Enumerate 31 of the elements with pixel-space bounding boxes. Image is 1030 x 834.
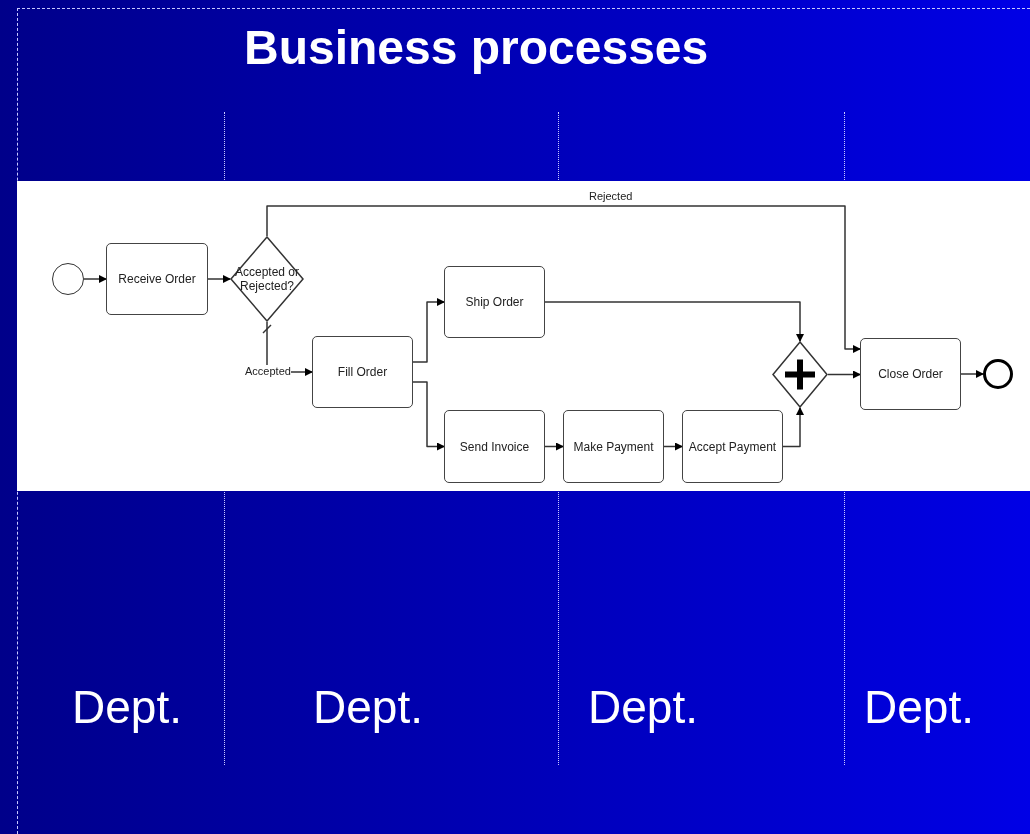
arrow bbox=[782, 407, 804, 448]
task-box bbox=[682, 410, 783, 483]
task-box bbox=[106, 243, 208, 315]
task-box bbox=[444, 410, 545, 483]
node-text: Accepted or Rejected? bbox=[233, 265, 300, 293]
task-box bbox=[444, 266, 545, 338]
node-text: Close Order bbox=[877, 367, 944, 381]
arrow bbox=[207, 275, 231, 283]
node-text: Ship Order bbox=[464, 295, 525, 309]
arrow bbox=[266, 205, 861, 353]
arrow bbox=[412, 381, 445, 451]
parallel-gateway-diamond bbox=[772, 341, 828, 408]
task-box bbox=[860, 338, 961, 410]
task-box bbox=[563, 410, 664, 483]
node-text: Fill Order bbox=[336, 365, 389, 379]
arrow bbox=[663, 442, 683, 451]
arrow bbox=[544, 301, 804, 342]
edge-label: Rejected bbox=[589, 190, 633, 203]
decision-diamond bbox=[230, 236, 304, 322]
arrow bbox=[960, 370, 984, 378]
arrow bbox=[827, 370, 861, 379]
node-text: Send Invoice bbox=[458, 439, 531, 454]
node-text: Receive Order bbox=[117, 272, 197, 286]
task-box bbox=[312, 336, 413, 408]
arrow bbox=[544, 442, 564, 451]
node-text: Accept Payment bbox=[687, 439, 778, 454]
arrow bbox=[412, 298, 445, 363]
title: Business processes bbox=[244, 24, 709, 72]
node-text: Make Payment bbox=[572, 439, 655, 454]
arrow bbox=[83, 275, 107, 283]
edge-label: Accepted bbox=[245, 365, 291, 378]
